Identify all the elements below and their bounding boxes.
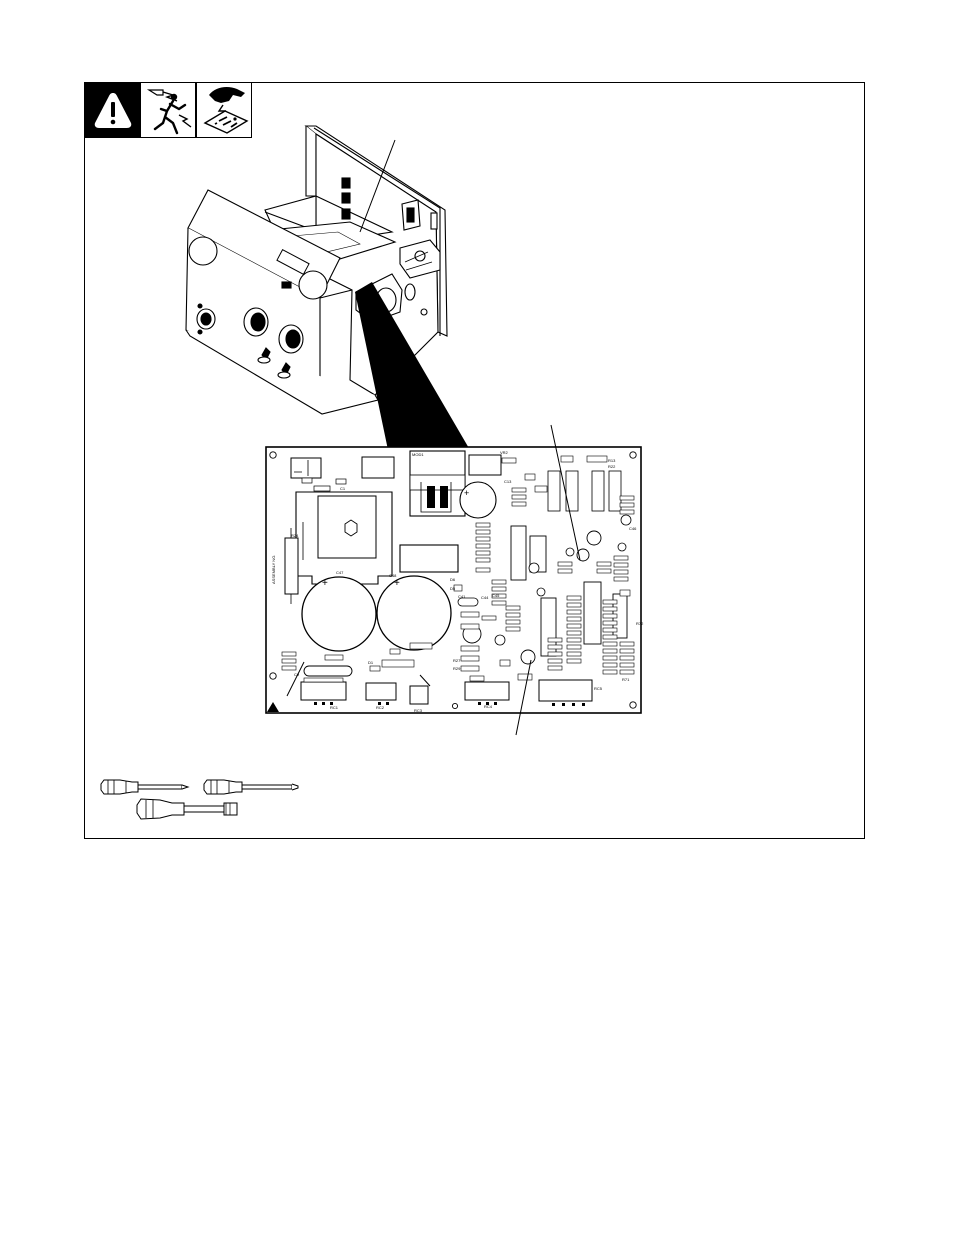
unit-cabinet xyxy=(185,125,448,415)
circuit-board xyxy=(265,446,642,714)
r24-label: R24 xyxy=(291,533,299,538)
c9-label: C9 xyxy=(294,672,300,677)
c44-label: C44 xyxy=(481,595,489,600)
mod1-label: MOD1 xyxy=(412,452,424,457)
board-text: ASSEMBLY NO. C47 C48 C1 C9 C13 C41 C44 C… xyxy=(271,450,644,713)
c48-label: C48 xyxy=(389,573,397,578)
vr2-label: VR2 xyxy=(500,450,509,455)
phillips-screwdriver-icon xyxy=(100,779,190,795)
rc5-label: RC5 xyxy=(594,686,603,691)
c47-label: C47 xyxy=(336,570,344,575)
rc3-label: RC3 xyxy=(414,708,423,713)
r27-label: R27 xyxy=(453,658,461,663)
figure-frame xyxy=(84,82,865,839)
tools-illustration xyxy=(100,779,299,820)
rc2-label: RC2 xyxy=(376,705,385,710)
r29-label: R29 xyxy=(453,666,461,671)
assembly-label: ASSEMBLY NO. xyxy=(271,555,276,584)
c47-plus-sign: + xyxy=(322,578,328,589)
c13-label: C13 xyxy=(504,479,512,484)
callout-leaders xyxy=(286,424,581,736)
c46-label: C46 xyxy=(629,526,637,531)
r22-label: R22 xyxy=(608,464,616,469)
c48-plus-sign: + xyxy=(394,578,400,589)
d6-label: D6 xyxy=(450,577,456,582)
flat-screwdriver-icon xyxy=(203,779,299,795)
r13-label: R13 xyxy=(608,458,616,463)
warning-icon-strip xyxy=(84,82,252,138)
cap-plus-sign: + xyxy=(464,488,469,498)
rc4-label: RC4 xyxy=(484,704,493,709)
electric-shock-icon xyxy=(140,82,196,138)
general-hazard-icon xyxy=(84,82,140,138)
r71-label: R71 xyxy=(622,677,630,682)
c45-label: C45 xyxy=(492,593,500,598)
zoom-wedge xyxy=(355,282,470,450)
c1-label: C1 xyxy=(340,486,346,491)
d5-label: D5 xyxy=(450,586,456,591)
r72-label: R72 xyxy=(636,621,644,626)
rc1-label: RC1 xyxy=(330,705,339,710)
nut-driver-icon xyxy=(136,798,238,820)
static-hazard-board-icon xyxy=(196,82,252,138)
c41-label: C41 xyxy=(458,594,466,599)
d1-label: D1 xyxy=(368,660,374,665)
